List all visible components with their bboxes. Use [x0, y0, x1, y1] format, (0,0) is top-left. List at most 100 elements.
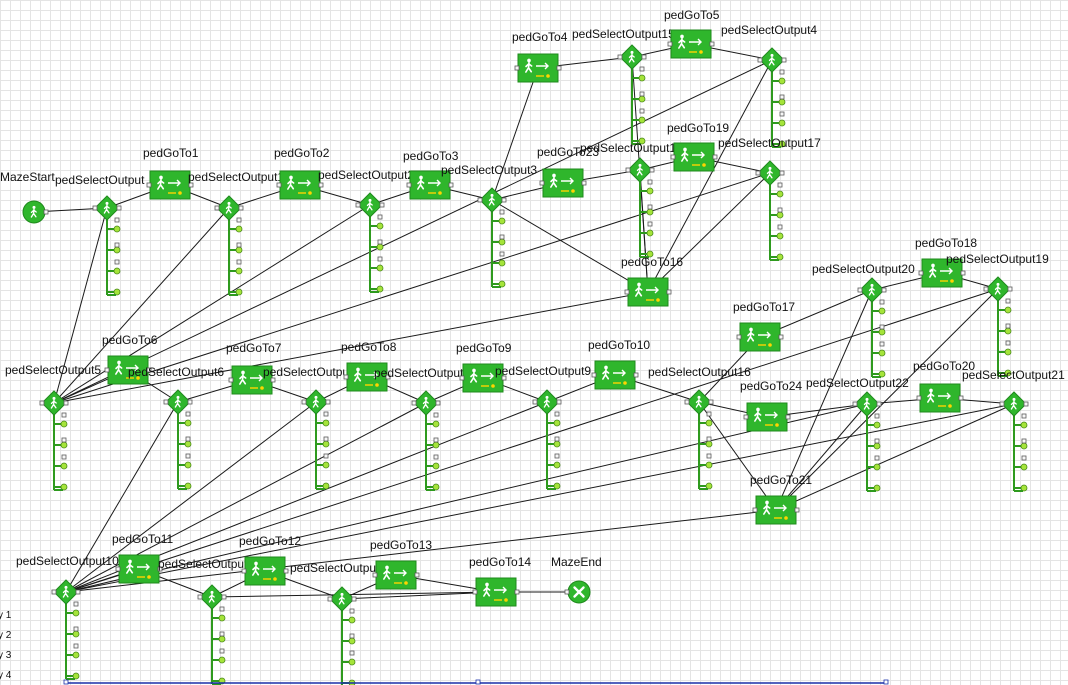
connection-pedSelectOutput18-to-pedGoTo16[interactable]	[639, 169, 649, 293]
block-pedGoTo14[interactable]: pedGoTo14	[469, 555, 531, 607]
exit-port-1[interactable]	[218, 614, 226, 622]
exit-port-4[interactable]	[776, 253, 784, 261]
exit-port-3[interactable]	[235, 267, 243, 275]
exit-port-1[interactable]	[184, 419, 192, 427]
exit-port-4[interactable]	[113, 288, 121, 296]
connection-pedSelectOutput6-to-pedSelectOutput10[interactable]	[65, 401, 179, 593]
block-pedGoTo4[interactable]: pedGoTo4	[512, 30, 568, 83]
exit-port-3[interactable]	[705, 461, 713, 469]
exit-port-2[interactable]	[72, 630, 80, 638]
block-pedGoTo6[interactable]: pedGoTo6	[102, 333, 158, 385]
block-pedGoTo19[interactable]: pedGoTo19	[667, 121, 729, 172]
exit-port-1[interactable]	[778, 77, 786, 85]
block-pedGoTo13[interactable]: pedGoTo13	[370, 538, 432, 590]
connection-pedSelectOutput4-to-pedSelectOutput5[interactable]	[53, 59, 773, 404]
exit-port-3[interactable]	[778, 119, 786, 127]
block-pedGoTo23[interactable]: pedGoTo23	[537, 145, 599, 198]
exit-port-3[interactable]	[432, 462, 440, 470]
exit-port-2[interactable]	[778, 98, 786, 106]
block-pedSelectOutput21[interactable]: pedSelectOutput21	[962, 368, 1065, 492]
exit-port-4[interactable]	[1004, 369, 1012, 377]
exit-port-2[interactable]	[878, 328, 886, 336]
connection-pedSelectOutput21-to-pedGoTo21[interactable]	[775, 403, 1015, 511]
exit-port-3[interactable]	[1020, 463, 1028, 471]
exit-port-3[interactable]	[498, 259, 506, 267]
exit-port-1[interactable]	[1020, 421, 1028, 429]
exit-port-2[interactable]	[113, 246, 121, 254]
connection-pedSelectOutput3-to-pedGoTo16[interactable]	[491, 199, 649, 293]
block-pedGoTo7[interactable]: pedGoTo7	[226, 341, 282, 395]
exit-port-2[interactable]	[638, 95, 646, 103]
exit-port-3[interactable]	[184, 461, 192, 469]
connection-pedSelectOutput3-to-pedGoTo4[interactable]	[491, 67, 539, 201]
exit-port-3[interactable]	[60, 462, 68, 470]
exit-port-2[interactable]	[376, 243, 384, 251]
exit-port-2[interactable]	[235, 246, 243, 254]
exit-port-3[interactable]	[873, 463, 881, 471]
exit-port-4[interactable]	[878, 370, 886, 378]
block-pedSelectOutput22[interactable]: pedSelectOutput22	[806, 376, 909, 492]
connection-pedSelectOutput11-to-pedGoTo14[interactable]	[211, 591, 497, 598]
connection-pedSelectOutput19-to-pedGoTo21[interactable]	[775, 288, 999, 511]
block-pedSelectOutput11[interactable]: pedSelectOutput11	[158, 557, 260, 685]
block-pedGoTo16[interactable]: pedGoTo16	[621, 255, 683, 307]
exit-port-3[interactable]	[322, 461, 330, 469]
exit-port-3[interactable]	[553, 461, 561, 469]
exit-port-4[interactable]	[705, 482, 713, 490]
block-pedGoTo12[interactable]: pedGoTo12	[239, 534, 301, 586]
exit-port-2[interactable]	[498, 238, 506, 246]
exit-port-1[interactable]	[638, 74, 646, 82]
exit-port-3[interactable]	[878, 349, 886, 357]
exit-port-1[interactable]	[498, 217, 506, 225]
block-pedGoTo18[interactable]: pedGoTo18	[915, 236, 977, 288]
block-pedSelectOutput[interactable]: pedSelectOutput	[55, 173, 145, 296]
block-pedGoTo10[interactable]: pedGoTo10	[588, 338, 650, 390]
exit-port-4[interactable]	[1020, 484, 1028, 492]
exit-port-4[interactable]	[322, 482, 330, 490]
exit-port-1[interactable]	[235, 225, 243, 233]
connection-pedSelectOutput1-to-pedSelectOutput5[interactable]	[53, 207, 230, 404]
connection-pedGoTo21-to-pedSelectOutput10[interactable]	[65, 509, 777, 593]
block-pedGoTo24[interactable]: pedGoTo24	[740, 379, 802, 432]
block-pedSelectOutput8[interactable]: pedSelectOutput8	[374, 366, 470, 491]
exit-port-1[interactable]	[348, 616, 356, 624]
exit-port-4[interactable]	[184, 482, 192, 490]
block-pedSelectOutput18[interactable]: pedSelectOutput18	[580, 141, 683, 258]
exit-port-1[interactable]	[705, 419, 713, 427]
block-pedSelectOutput10[interactable]: pedSelectOutput10	[16, 554, 119, 680]
exit-port-1[interactable]	[322, 419, 330, 427]
exit-port-1[interactable]	[72, 609, 80, 617]
connection-pedSelectOutput16-to-pedGoTo21[interactable]	[698, 401, 777, 511]
exit-port-1[interactable]	[60, 420, 68, 428]
exit-port-4[interactable]	[646, 250, 654, 258]
exit-port-2[interactable]	[322, 440, 330, 448]
exit-port-4[interactable]	[432, 483, 440, 491]
exit-port-1[interactable]	[873, 421, 881, 429]
block-pedGoTo1[interactable]: pedGoTo1	[143, 146, 199, 200]
exit-port-3[interactable]	[638, 116, 646, 124]
exit-port-3[interactable]	[348, 658, 356, 666]
exit-port-2[interactable]	[60, 441, 68, 449]
block-pedSelectOutput2[interactable]: pedSelectOutput2	[318, 168, 414, 293]
connection-pedSelectOutput22-to-pedGoTo21[interactable]	[775, 403, 868, 511]
exit-port-1[interactable]	[376, 222, 384, 230]
block-pedSelectOutput1[interactable]: pedSelectOutput1	[188, 170, 284, 296]
exit-port-2[interactable]	[184, 440, 192, 448]
block-pedGoTo8[interactable]: pedGoTo8	[341, 340, 397, 392]
exit-port-2[interactable]	[646, 208, 654, 216]
exit-port-1[interactable]	[553, 419, 561, 427]
block-pedSelectOutput3[interactable]: pedSelectOutput3	[441, 163, 537, 288]
exit-port-1[interactable]	[878, 307, 886, 315]
exit-port-4[interactable]	[873, 484, 881, 492]
exit-port-4[interactable]	[235, 288, 243, 296]
connection-pedSelectOutput7-to-pedSelectOutput10[interactable]	[65, 401, 317, 593]
exit-port-1[interactable]	[113, 225, 121, 233]
block-pedSelectOutput6[interactable]: pedSelectOutput6	[128, 365, 224, 490]
exit-port-4[interactable]	[72, 672, 80, 680]
connection-pedGoTo16-to-pedSelectOutput5[interactable]	[53, 291, 649, 404]
exit-port-2[interactable]	[705, 440, 713, 448]
block-pedSelectOutput15[interactable]: pedSelectOutput15	[572, 27, 675, 145]
block-pedSelectOutput4[interactable]: pedSelectOutput4	[721, 23, 817, 148]
block-pedSelectOutput16[interactable]: pedSelectOutput16	[648, 365, 751, 490]
